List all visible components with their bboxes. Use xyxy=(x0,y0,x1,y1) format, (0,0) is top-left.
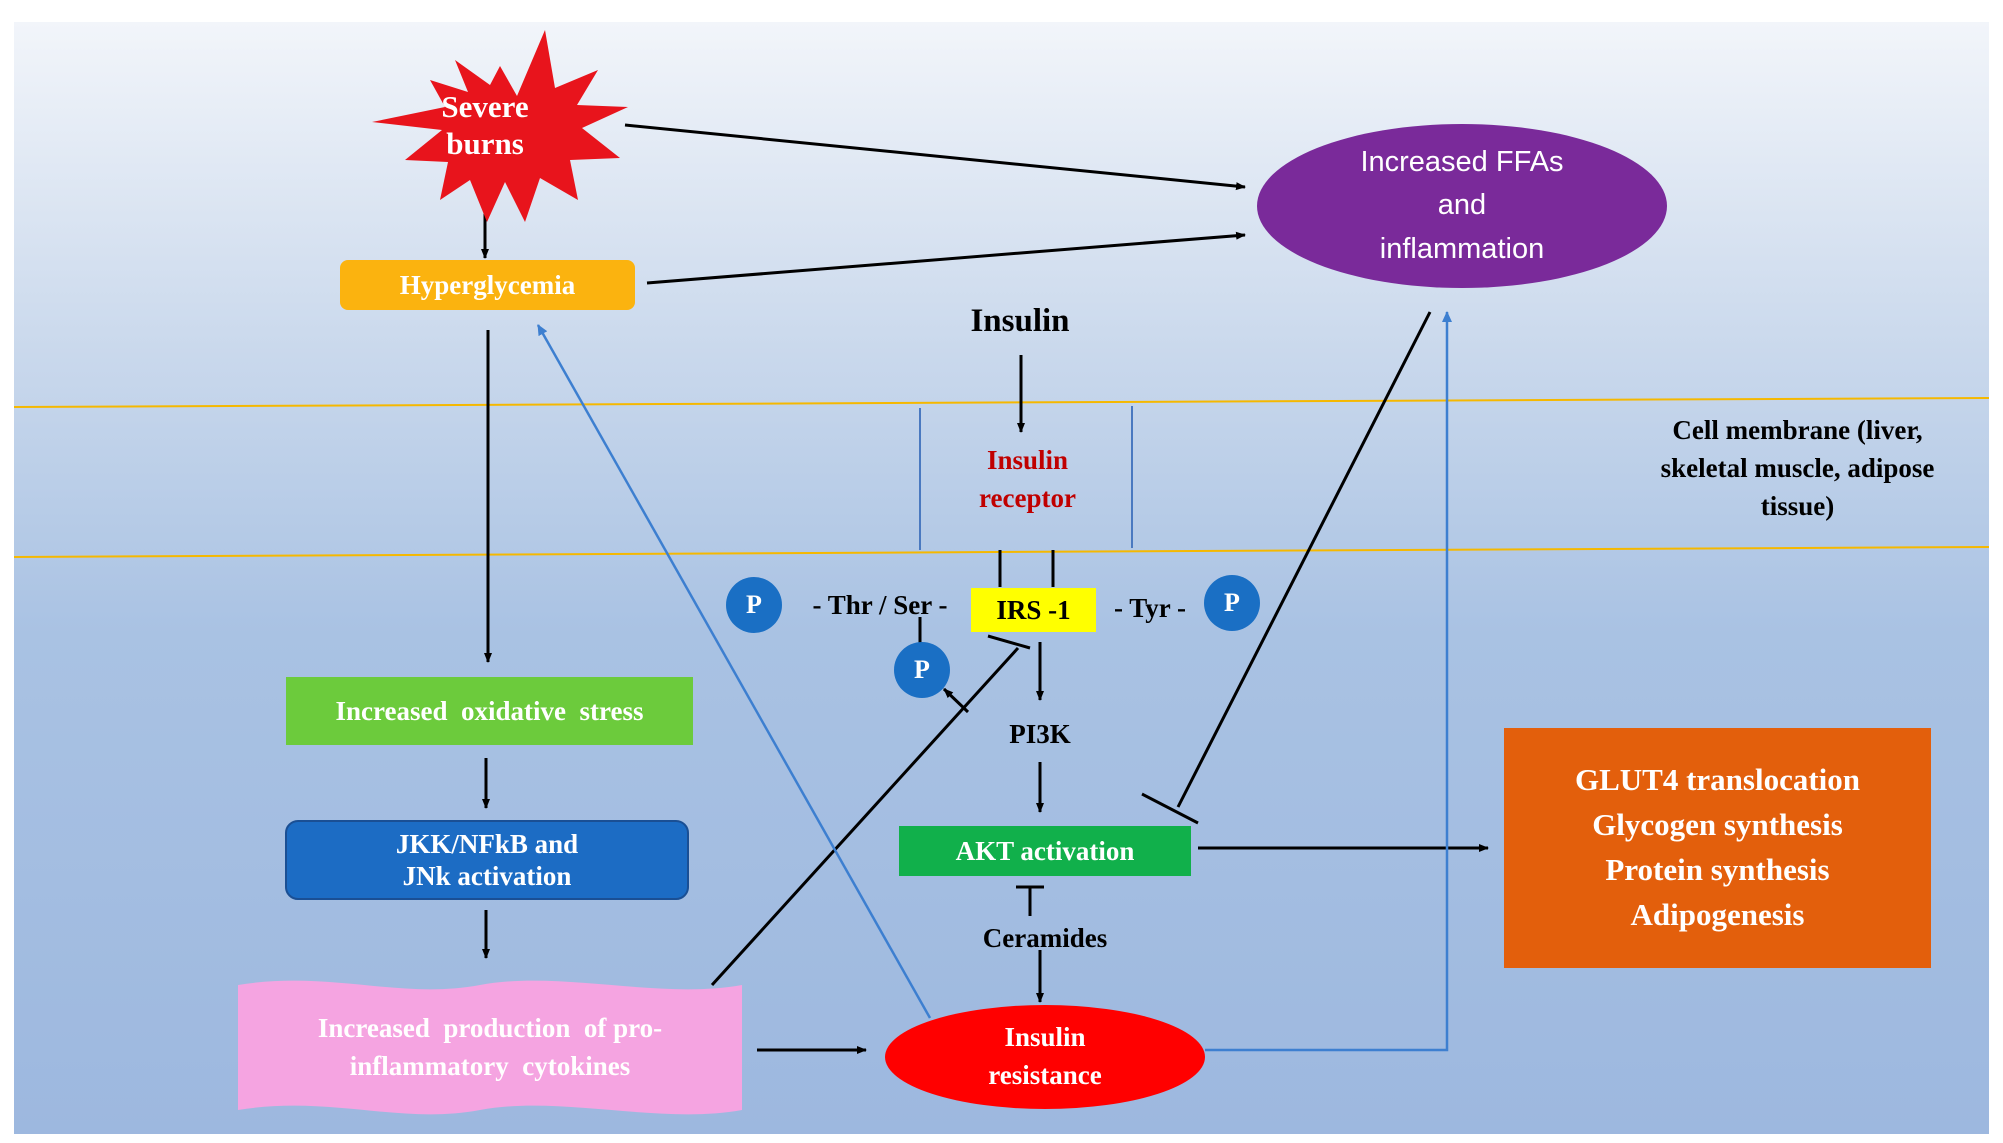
receptor-line-1: Insulin xyxy=(986,445,1069,476)
increased-ffas-ellipse xyxy=(1257,124,1667,288)
jkk-line-2: JNk activation xyxy=(402,861,572,891)
increased-ffas-label: Increased FFAs and inflammation xyxy=(1282,138,1642,274)
jkk-line-1: JKK/NFkB and xyxy=(395,828,579,859)
cytokines-wave-box xyxy=(238,980,742,1115)
phospho-circle-ser-lower xyxy=(894,642,950,698)
hyperglycemia-label: Hyperglycemia xyxy=(399,269,576,300)
severe-burns-label: Severe burns xyxy=(405,80,565,170)
cell-membrane-label: Cell membrane (liver, skeletal muscle, a… xyxy=(1620,410,1975,528)
insulin-label: Insulin xyxy=(970,303,1070,340)
akt-box xyxy=(899,826,1191,876)
severe-burns-line-2: burns xyxy=(446,126,524,161)
jkk-label: JKK/NFkB and JNk activation xyxy=(286,821,688,899)
ffas-line-1: Increased FFAs xyxy=(1360,145,1564,178)
membrane-line-3: tissue) xyxy=(1760,490,1835,521)
phospho-label-thr-ser: P xyxy=(746,590,762,620)
membrane-line-top xyxy=(13,397,1990,408)
tyr-label: - Tyr - xyxy=(1114,592,1186,623)
receptor-line-2: receptor xyxy=(979,483,1076,513)
inhibit-ffas-to-akt xyxy=(1176,311,1432,808)
resistance-line-2: resistance xyxy=(988,1060,1102,1090)
inhibit-bar-akt xyxy=(1141,792,1199,825)
cytokines-line-2: inflammatory cytokines xyxy=(349,1050,631,1081)
cytokines-line-1: Increased production of pro- xyxy=(317,1012,663,1043)
membrane-line-1: Cell membrane (liver, xyxy=(1672,415,1923,446)
jkk-box xyxy=(285,820,689,900)
akt-label: AKT activation xyxy=(955,835,1135,866)
resistance-line-1: Insulin xyxy=(1004,1022,1086,1053)
insulin-receptor-label: Insulin receptor xyxy=(940,440,1115,520)
inhibit-irs1-bar xyxy=(987,634,1031,650)
insulin-resistance-label: Insulin resistance xyxy=(935,1013,1155,1101)
glut4-box xyxy=(1504,728,1931,968)
ffas-line-2: and xyxy=(1437,189,1487,222)
arrow-resistance-to-ffas xyxy=(1205,311,1452,1052)
thr-ser-label: - Thr / Ser - xyxy=(812,589,948,620)
irs1-box xyxy=(971,588,1096,632)
ceramides-label: Ceramides xyxy=(982,922,1108,953)
glut4-line-3: Protein synthesis xyxy=(1605,852,1830,887)
phospho-label-tyr: P xyxy=(1224,588,1240,618)
glut4-line-1: GLUT4 translocation xyxy=(1574,762,1861,798)
ffas-line-3: inflammation xyxy=(1379,232,1545,265)
insulin-resistance-ellipse xyxy=(885,1005,1205,1109)
hyperglycemia-box xyxy=(340,260,635,310)
arrow-hyperglycemia-to-ffas xyxy=(646,231,1246,285)
membrane-line-2: skeletal muscle, adipose xyxy=(1660,453,1935,484)
glut4-line-4: Adipogenesis xyxy=(1630,896,1805,932)
arrow-cytokines-to-irs1 xyxy=(710,646,1020,987)
severe-burns-line-1: Severe xyxy=(441,88,529,124)
phospho-circle-thr-ser xyxy=(726,577,782,633)
arrow-resistance-to-hyperglycemia xyxy=(536,324,932,1019)
severe-burns-burst xyxy=(372,30,628,222)
irs1-label: IRS -1 xyxy=(996,594,1071,625)
pi3k-label: PI3K xyxy=(1009,718,1071,749)
oxidative-stress-label: Increased oxidative stress xyxy=(335,695,644,726)
glut4-label: GLUT4 translocation Glycogen synthesis P… xyxy=(1504,728,1931,968)
glut4-line-2: Glycogen synthesis xyxy=(1592,807,1843,843)
arrow-burns-to-ffas xyxy=(624,123,1246,191)
phospho-circle-tyr xyxy=(1204,575,1260,631)
cytokines-label: Increased production of pro- inflammator… xyxy=(238,1000,742,1095)
oxidative-stress-box xyxy=(286,677,693,745)
phospho-label-ser-lower: P xyxy=(914,655,930,685)
arrow-to-phospho-ser xyxy=(942,687,970,714)
